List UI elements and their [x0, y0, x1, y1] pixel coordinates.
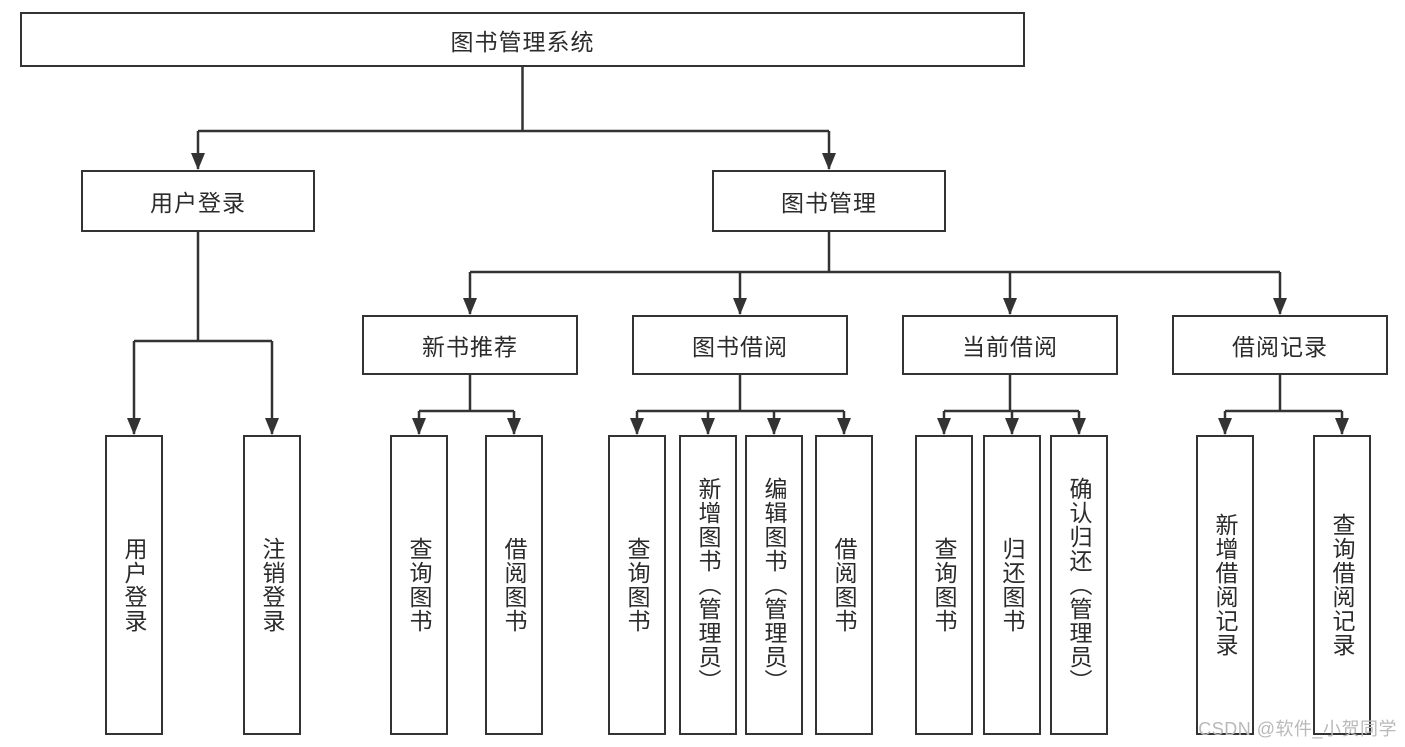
node-bookmgmt[interactable]: 图书管理 — [712, 170, 946, 232]
node-label: 新书推荐 — [422, 334, 518, 360]
arrowhead-leaf-r-query — [1335, 418, 1349, 435]
node-label: 当前借阅 — [962, 334, 1058, 360]
arrowhead-leaf-r-add — [1218, 418, 1232, 435]
arrowhead-leaf-b-edit — [767, 418, 781, 435]
node-label: 借阅图书 — [831, 537, 858, 633]
node-leaf-b-edit[interactable]: 编辑图书（管理员） — [745, 435, 803, 735]
node-root[interactable]: 图书管理系统 — [20, 12, 1025, 67]
node-login[interactable]: 用户登录 — [81, 170, 315, 232]
node-label: 图书借阅 — [692, 334, 788, 360]
node-leaf-c-return[interactable]: 归还图书 — [983, 435, 1041, 735]
node-label: 用户登录 — [150, 190, 246, 216]
arrowhead-leaf-user-logout — [265, 418, 279, 435]
arrowhead-leaf-user-login — [127, 418, 141, 435]
arrowhead-leaf-c-return — [1005, 418, 1019, 435]
node-label: 注销登录 — [259, 537, 286, 633]
arrowhead-records — [1273, 298, 1287, 315]
node-label: 用户登录 — [121, 537, 148, 633]
arrowhead-current — [1003, 298, 1017, 315]
arrowhead-borrow — [733, 298, 747, 315]
node-label: 编辑图书（管理员） — [761, 477, 788, 693]
node-label: 新增图书（管理员） — [695, 477, 722, 693]
node-label: 借阅记录 — [1232, 334, 1328, 360]
node-label: 图书管理系统 — [450, 28, 595, 55]
node-label: 归还图书 — [999, 537, 1026, 633]
arrowhead-login — [191, 153, 205, 170]
node-leaf-b-query[interactable]: 查询图书 — [608, 435, 666, 735]
arrowhead-leaf-b-borrow — [837, 418, 851, 435]
node-newrec[interactable]: 新书推荐 — [362, 315, 578, 375]
node-current[interactable]: 当前借阅 — [902, 315, 1118, 375]
node-label: 借阅图书 — [501, 537, 528, 633]
arrowhead-leaf-b-query — [630, 418, 644, 435]
node-leaf-b-borrow[interactable]: 借阅图书 — [815, 435, 873, 735]
node-leaf-user-logout[interactable]: 注销登录 — [243, 435, 301, 735]
node-leaf-c-confirm[interactable]: 确认归还（管理员） — [1050, 435, 1108, 735]
arrowhead-leaf-c-query — [937, 418, 951, 435]
node-label: 查询图书 — [624, 537, 651, 633]
watermark: CSDN @软件_小贺同学 — [1198, 719, 1397, 739]
node-leaf-b-add[interactable]: 新增图书（管理员） — [679, 435, 737, 735]
arrowhead-leaf-new-borrow — [507, 418, 521, 435]
node-leaf-new-borrow[interactable]: 借阅图书 — [485, 435, 543, 735]
arrowhead-leaf-c-confirm — [1072, 418, 1086, 435]
node-leaf-r-query[interactable]: 查询借阅记录 — [1313, 435, 1371, 735]
node-label: 确认归还（管理员） — [1066, 477, 1093, 693]
arrowhead-newrec — [463, 298, 477, 315]
node-leaf-c-query[interactable]: 查询图书 — [915, 435, 973, 735]
arrowhead-leaf-b-add — [701, 418, 715, 435]
node-leaf-r-add[interactable]: 新增借阅记录 — [1196, 435, 1254, 735]
node-leaf-new-query[interactable]: 查询图书 — [390, 435, 448, 735]
node-label: 新增借阅记录 — [1212, 513, 1239, 657]
node-label: 图书管理 — [781, 190, 877, 216]
node-label: 查询图书 — [931, 537, 958, 633]
node-borrow[interactable]: 图书借阅 — [632, 315, 848, 375]
arrowhead-bookmgmt — [822, 153, 836, 170]
node-records[interactable]: 借阅记录 — [1172, 315, 1388, 375]
node-leaf-user-login[interactable]: 用户登录 — [105, 435, 163, 735]
arrowhead-leaf-new-query — [412, 418, 426, 435]
node-label: 查询借阅记录 — [1329, 513, 1356, 657]
node-label: 查询图书 — [406, 537, 433, 633]
